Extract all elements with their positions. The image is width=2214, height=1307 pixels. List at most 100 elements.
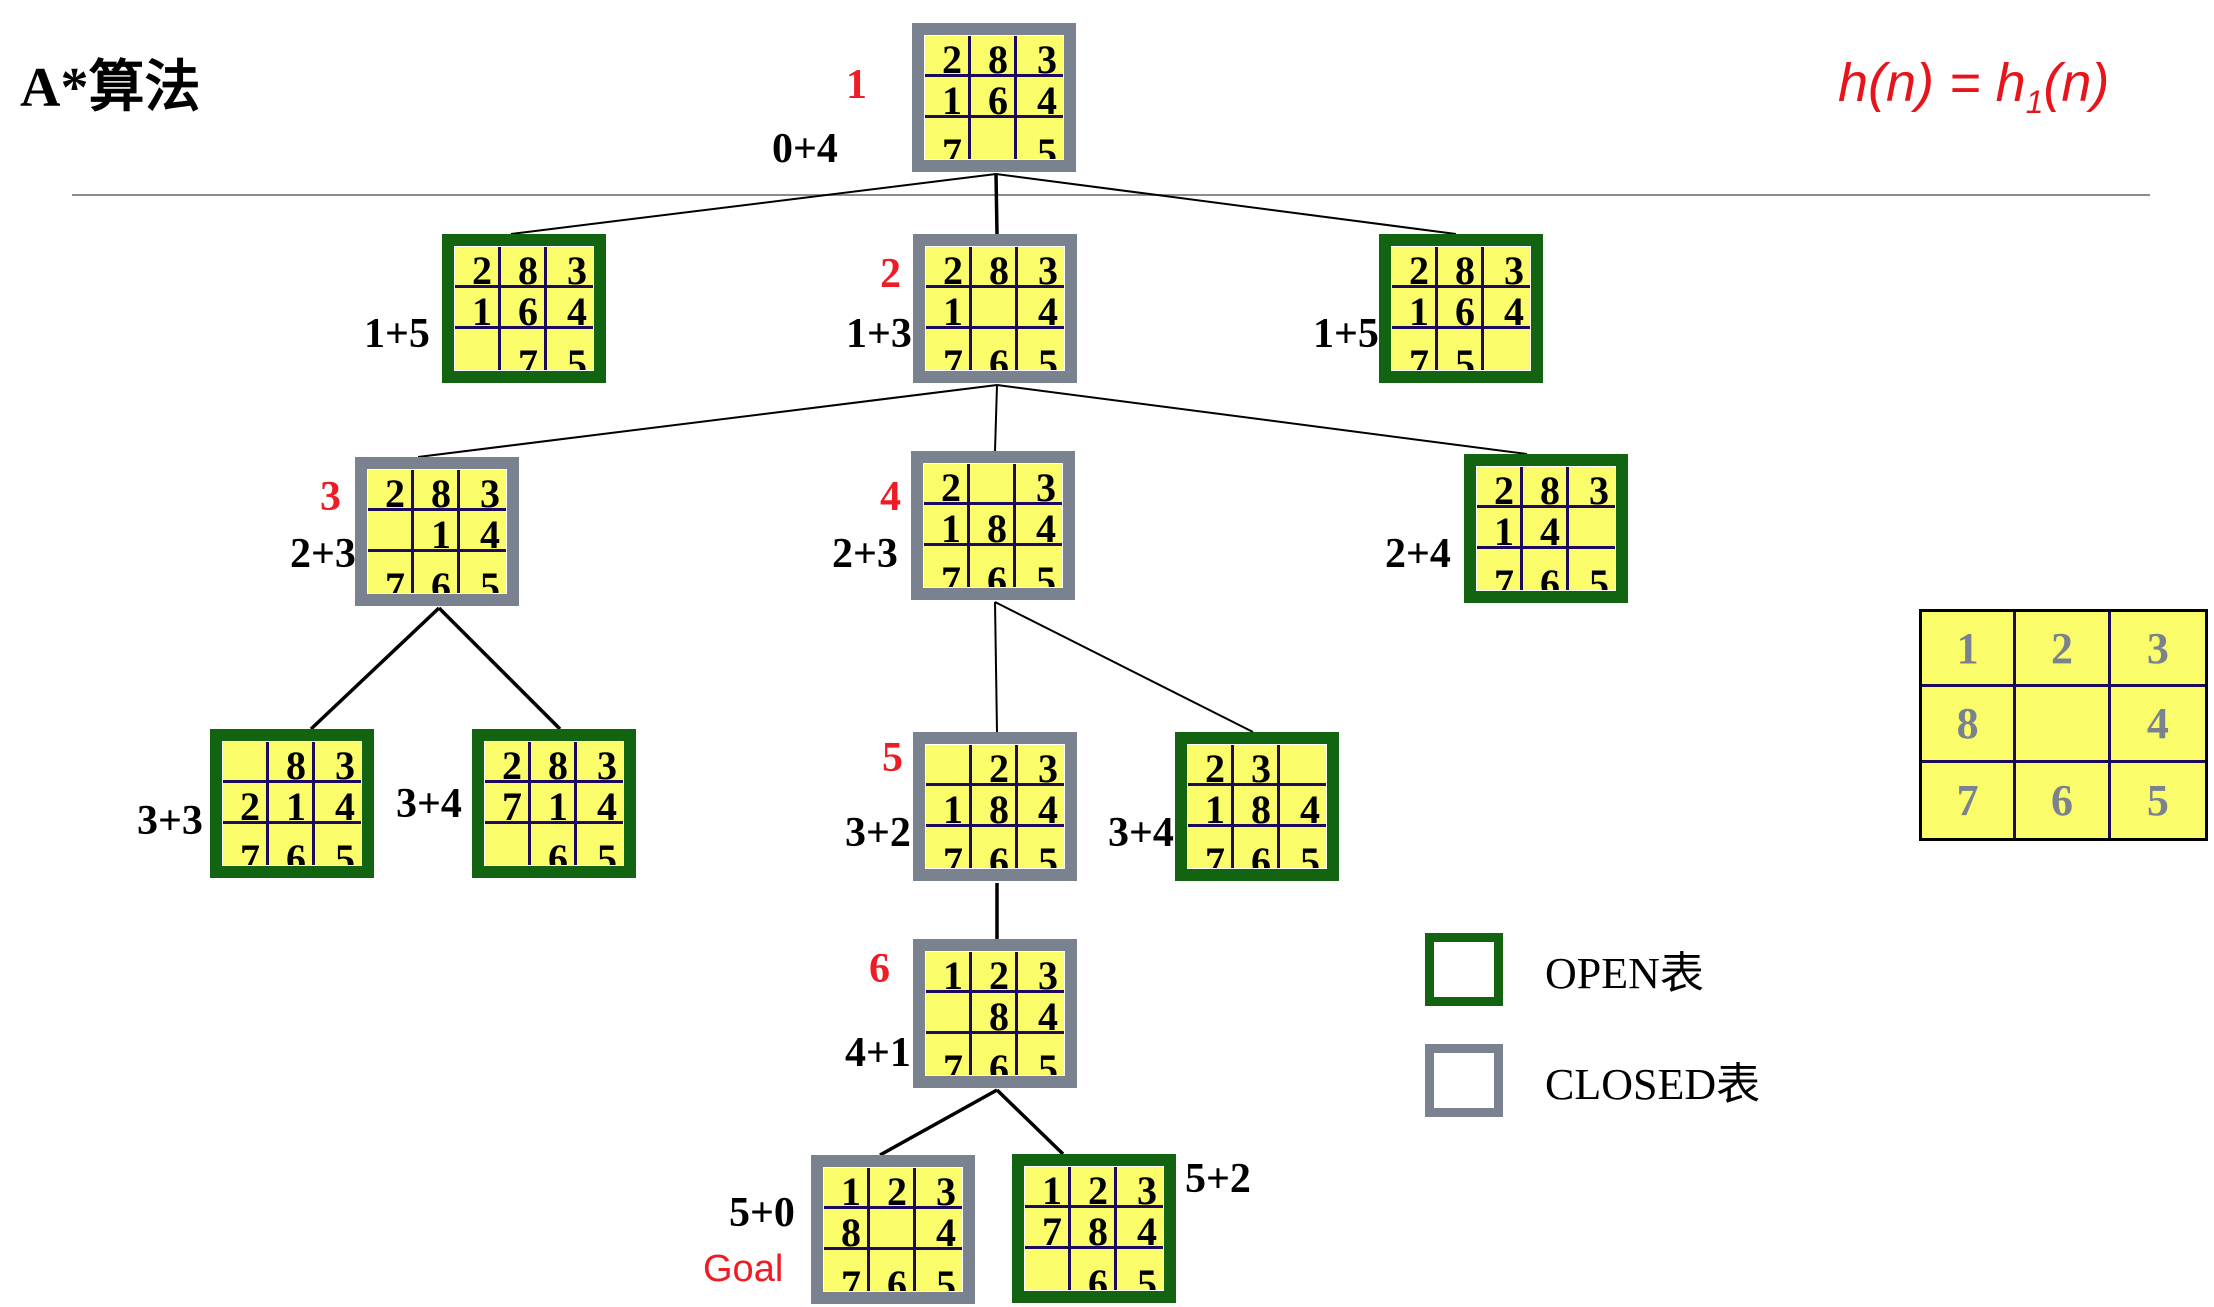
tile-number: 6: [988, 78, 1008, 118]
expansion-order-label: 3: [320, 474, 341, 520]
tile: 5: [916, 1250, 962, 1292]
tile-number: 7: [1205, 839, 1225, 869]
tile-number: 4: [1038, 289, 1058, 329]
tile-number: 7: [518, 341, 538, 371]
heuristic-prefix: h(n) = h: [1838, 53, 2026, 113]
tile-number: 3: [335, 743, 355, 783]
tile: 6: [414, 552, 460, 593]
tile-number: 8: [841, 1210, 861, 1250]
tile: 3: [1117, 1167, 1163, 1208]
tile-number: 7: [942, 130, 962, 160]
cost-label: 1+5: [364, 311, 430, 357]
tile-number: 2: [989, 746, 1009, 786]
blank-tile: [368, 511, 414, 552]
header-separator: [72, 194, 2150, 196]
tile: 3: [916, 1168, 962, 1209]
tile-number: 6: [987, 558, 1007, 588]
tile-number: 1: [943, 953, 963, 993]
tree-edge: [995, 1088, 1065, 1156]
tile-number: 4: [1036, 506, 1056, 546]
tile: 6: [970, 546, 1016, 587]
tile-number: 5: [1037, 130, 1057, 160]
tile: 4: [1117, 1208, 1163, 1249]
cost-label: 5+2: [1185, 1156, 1251, 1202]
tile: 5: [1280, 827, 1326, 869]
tile: 4: [1016, 505, 1062, 546]
tile-number: 3: [1036, 465, 1056, 505]
tile-number: 2: [942, 37, 962, 77]
tile: 2: [1392, 247, 1438, 288]
tile: 7: [501, 329, 547, 370]
tile: 6: [972, 329, 1018, 370]
tile-number: 6: [1540, 561, 1560, 591]
tile: 6: [972, 827, 1018, 868]
tile: 7: [926, 1034, 972, 1075]
tile: 8: [531, 742, 577, 783]
tile: 5: [1569, 549, 1615, 591]
tile: 6: [1234, 827, 1280, 868]
blank-tile: [972, 288, 1018, 329]
tile-number: 1: [1205, 787, 1225, 827]
tile: 5: [1017, 118, 1063, 160]
tile-number: 4: [480, 512, 500, 552]
tile-number: 5: [1038, 839, 1058, 869]
tile-number: 2: [943, 248, 963, 288]
tile-number: 5: [1038, 341, 1058, 371]
tile: 6: [269, 824, 315, 865]
tile: 8: [414, 470, 460, 511]
tile-number: 2: [1494, 468, 1514, 508]
cost-label: 3+2: [845, 810, 911, 856]
tile: 7: [368, 552, 414, 593]
tile-number: 2: [887, 1169, 907, 1209]
tile: 2: [485, 742, 531, 783]
tile: 3: [1018, 247, 1064, 288]
tile-number: 8: [286, 743, 306, 783]
tree-edge: [996, 384, 1528, 455]
tile: 2: [926, 247, 972, 288]
cost-label: 4+1: [845, 1030, 911, 1076]
tile: 4: [1523, 508, 1569, 549]
blank-tile: [1025, 1249, 1071, 1290]
tile-number: 7: [943, 1046, 963, 1076]
tile: 6: [972, 1034, 1018, 1075]
tile: 4: [1484, 288, 1530, 329]
tile: 7: [925, 118, 971, 159]
tile-number: 8: [548, 743, 568, 783]
tile-number: 5: [1038, 1046, 1058, 1076]
tile-number: 6: [1455, 289, 1475, 329]
tile: 1: [1392, 288, 1438, 329]
tile-number: 8: [989, 787, 1009, 827]
goal-tile: 3: [2110, 612, 2205, 688]
tile: 4: [1018, 786, 1064, 827]
tree-edge: [995, 173, 1457, 235]
tile: 3: [460, 470, 506, 511]
tile-number: 7: [240, 836, 260, 866]
cost-label: 5+0: [729, 1190, 795, 1236]
tile: 4: [547, 288, 593, 329]
tile-number: 3: [480, 471, 500, 511]
tile: 8: [1071, 1208, 1117, 1249]
tile-number: 3: [1038, 746, 1058, 786]
legend-closed-swatch: [1425, 1044, 1503, 1117]
cost-label: 3+4: [1108, 810, 1174, 856]
tile: 2: [223, 783, 269, 824]
tile: 1: [531, 783, 577, 824]
tree-edge: [994, 173, 999, 235]
tile: 2: [455, 247, 501, 288]
blank-tile: [455, 329, 501, 370]
tile-number: 2: [240, 784, 260, 824]
tile-number: 5: [1137, 1261, 1157, 1291]
tile-number: 8: [1455, 248, 1475, 288]
tile-number: 7: [1409, 341, 1429, 371]
tile-number: 1: [1494, 509, 1514, 549]
tile: 4: [1280, 786, 1326, 827]
tile: 3: [1017, 36, 1063, 77]
tile-number: 7: [1042, 1209, 1062, 1249]
blank-tile: [485, 824, 531, 865]
